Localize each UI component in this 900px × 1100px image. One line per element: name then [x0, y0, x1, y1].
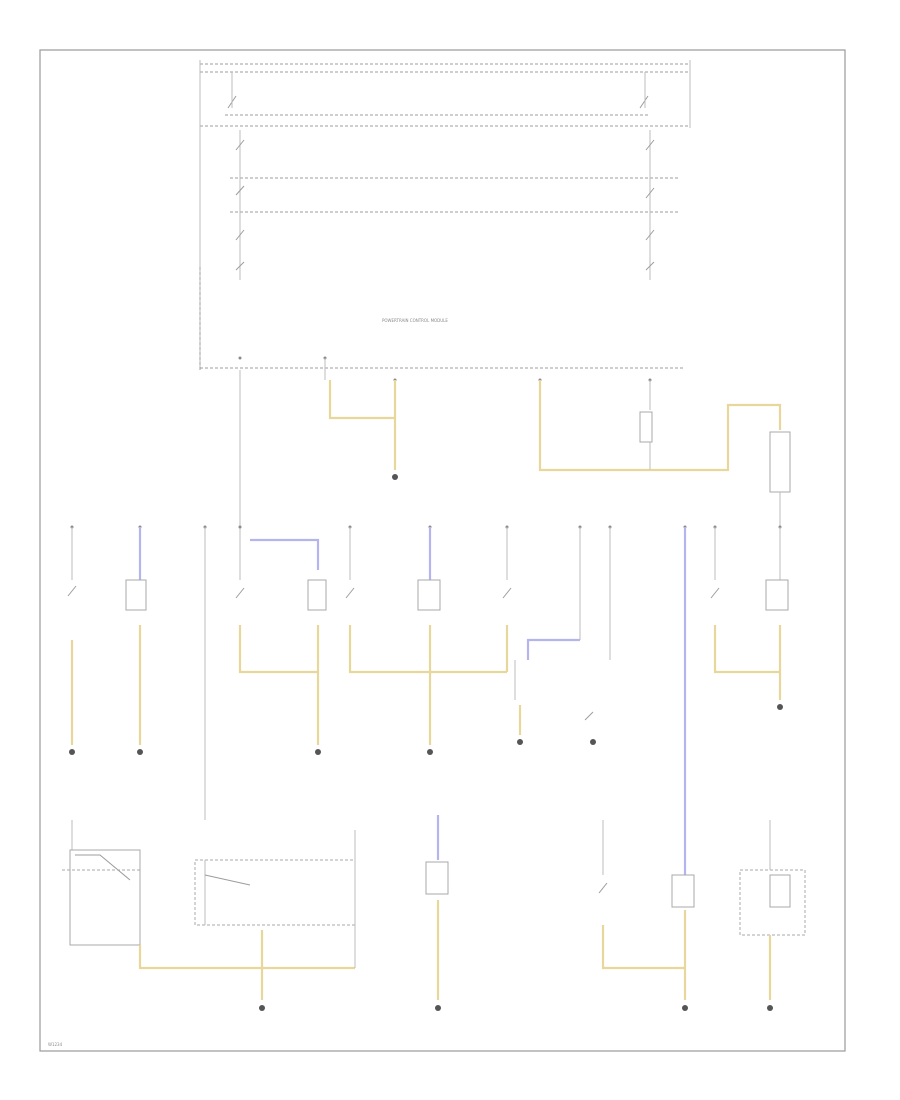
figure-reference: W1234 — [48, 1042, 63, 1047]
pcm-output-wires — [239, 358, 791, 540]
top-module-area: POWERTRAIN CONTROL MODULE — [199, 60, 691, 382]
diagram-frame — [39, 49, 846, 1052]
pcm-label: POWERTRAIN CONTROL MODULE — [382, 318, 448, 323]
bottom-components — [62, 815, 806, 1011]
middle-components — [67, 525, 789, 880]
